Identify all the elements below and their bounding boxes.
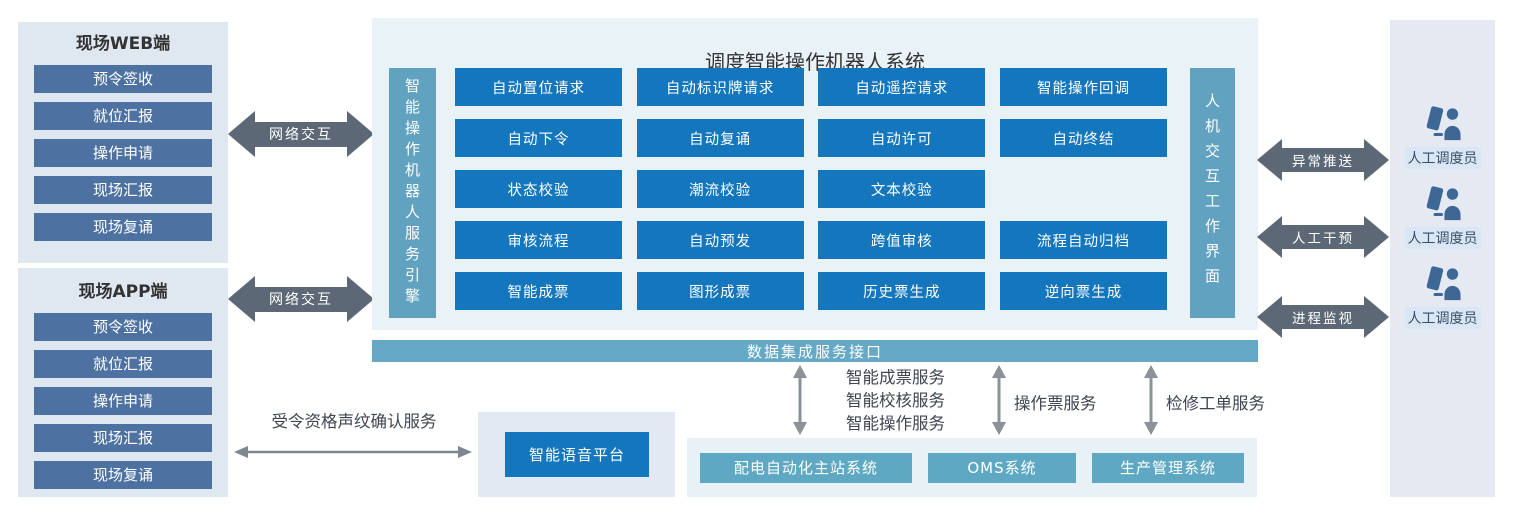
robot-system-box: 调度智能操作机器人系统 智能操作机器人服务引擎 自动置位请求 自动标识牌请求 自… bbox=[372, 18, 1258, 330]
module-auto-tag-request: 自动标识牌请求 bbox=[636, 68, 804, 106]
arrow-left-head bbox=[1257, 216, 1282, 258]
arrow-left-head bbox=[1257, 296, 1282, 338]
web-item-site-repeat: 现场复诵 bbox=[34, 213, 212, 241]
smart-operation-service-line: 智能操作服务 bbox=[846, 414, 945, 433]
module-smart-ticket: 智能成票 bbox=[455, 272, 622, 310]
voice-platform-box: 智能语音平台 bbox=[505, 432, 649, 477]
arrow-right-head bbox=[347, 276, 374, 322]
app-item-site-repeat: 现场复诵 bbox=[34, 461, 212, 489]
web-item-inposition-report: 就位汇报 bbox=[34, 102, 212, 130]
hmi-column-label: 人机交互工作界面 bbox=[1203, 93, 1221, 293]
field-web-panel: 现场WEB端 预令签收 就位汇报 操作申请 现场汇报 现场复诵 bbox=[18, 22, 228, 263]
app-item-operation-apply: 操作申请 bbox=[34, 387, 212, 415]
module-grid: 自动置位请求 自动标识牌请求 自动遥控请求 智能操作回调 自动下令 自动复诵 自… bbox=[455, 68, 1167, 310]
web-item-site-report: 现场汇报 bbox=[34, 176, 212, 204]
module-text-check: 文本校验 bbox=[818, 170, 986, 208]
smart-check-service-line: 智能校核服务 bbox=[846, 391, 945, 410]
field-web-panel-title: 现场WEB端 bbox=[75, 34, 171, 54]
module-smart-operation-callback: 智能操作回调 bbox=[999, 68, 1167, 106]
module-auto-setpoint-request: 自动置位请求 bbox=[455, 68, 622, 106]
arrow-right-head bbox=[1364, 296, 1389, 338]
operator-at-desk-icon bbox=[1426, 186, 1461, 221]
hmi-column: 人机交互工作界面 bbox=[1190, 68, 1235, 318]
operator-label: 人工调度员 bbox=[1404, 307, 1481, 329]
network-arrow-web: 网络交互 bbox=[228, 111, 374, 157]
operation-ticket-arrow bbox=[992, 365, 1006, 435]
module-auto-remote-request: 自动遥控请求 bbox=[818, 68, 986, 106]
field-app-panel-title: 现场APP端 bbox=[78, 282, 168, 302]
distribution-automation-system-box: 配电自动化主站系统 bbox=[700, 452, 912, 483]
operator-label: 人工调度员 bbox=[1404, 227, 1481, 249]
module-auto-permit: 自动许可 bbox=[818, 119, 986, 157]
voiceprint-double-arrow bbox=[234, 446, 472, 458]
app-item-site-report: 现场汇报 bbox=[34, 424, 212, 452]
operators-panel: 人工调度员 人工调度员 人工调度 bbox=[1390, 20, 1495, 497]
operator-at-desk-icon bbox=[1426, 106, 1461, 141]
arrow-right-head bbox=[347, 111, 374, 157]
module-powerflow-check: 潮流校验 bbox=[636, 170, 804, 208]
module-reverse-ticket: 逆向票生成 bbox=[999, 272, 1167, 310]
web-item-preorder-sign: 预令签收 bbox=[34, 65, 212, 93]
grid-spacer bbox=[1000, 170, 1167, 208]
smart-services-arrow bbox=[793, 365, 807, 435]
module-crossshift-review: 跨值审核 bbox=[818, 221, 986, 259]
exception-push-label: 异常推送 bbox=[1282, 148, 1364, 172]
arrow-left-head bbox=[1257, 139, 1282, 181]
production-management-system-box: 生产管理系统 bbox=[1092, 452, 1244, 483]
oms-system-box: OMS系统 bbox=[928, 452, 1076, 483]
engine-column: 智能操作机器人服务引擎 bbox=[389, 68, 436, 318]
process-monitor-label: 进程监视 bbox=[1282, 305, 1364, 329]
engine-column-label: 智能操作机器人服务引擎 bbox=[403, 77, 421, 309]
arrow-right-head bbox=[1364, 216, 1389, 258]
module-status-check: 状态校验 bbox=[455, 170, 622, 208]
network-arrow-app-label: 网络交互 bbox=[255, 286, 347, 312]
voice-platform-panel: 智能语音平台 bbox=[478, 412, 675, 497]
field-app-panel: 现场APP端 预令签收 就位汇报 操作申请 现场汇报 现场复诵 bbox=[18, 268, 228, 497]
voiceprint-service-label: 受令资格声纹确认服务 bbox=[271, 412, 437, 431]
arrow-right-head bbox=[1364, 139, 1389, 181]
app-item-preorder-sign: 预令签收 bbox=[34, 313, 212, 341]
exception-push-arrow: 异常推送 bbox=[1257, 139, 1389, 181]
operator-label: 人工调度员 bbox=[1404, 147, 1481, 169]
app-item-inposition-report: 就位汇报 bbox=[34, 350, 212, 378]
module-auto-command: 自动下令 bbox=[455, 119, 622, 157]
module-auto-archive: 流程自动归档 bbox=[999, 221, 1167, 259]
process-monitor-arrow: 进程监视 bbox=[1257, 296, 1389, 338]
operator-group: 人工调度员 bbox=[1390, 186, 1495, 249]
network-arrow-web-label: 网络交互 bbox=[255, 121, 347, 147]
manual-intervention-label: 人工干预 bbox=[1282, 225, 1364, 249]
module-review-process: 审核流程 bbox=[455, 221, 622, 259]
operator-group: 人工调度员 bbox=[1390, 106, 1495, 169]
smart-ticket-service-line: 智能成票服务 bbox=[846, 368, 945, 387]
arrow-left-head bbox=[228, 111, 255, 157]
maintenance-order-arrow bbox=[1144, 365, 1158, 435]
operator-at-desk-icon bbox=[1426, 266, 1461, 301]
maintenance-order-label: 检修工单服务 bbox=[1166, 394, 1265, 413]
module-auto-repeat: 自动复诵 bbox=[636, 119, 804, 157]
operation-ticket-label: 操作票服务 bbox=[1014, 394, 1097, 413]
web-item-operation-apply: 操作申请 bbox=[34, 139, 212, 167]
module-history-ticket: 历史票生成 bbox=[818, 272, 986, 310]
module-auto-preissue: 自动预发 bbox=[636, 221, 804, 259]
data-integration-bar: 数据集成服务接口 bbox=[372, 340, 1258, 362]
smart-services-label: 智能成票服务 智能校核服务 智能操作服务 bbox=[846, 366, 945, 435]
operator-group: 人工调度员 bbox=[1390, 266, 1495, 329]
module-graphic-ticket: 图形成票 bbox=[636, 272, 804, 310]
external-systems-panel: 配电自动化主站系统 OMS系统 生产管理系统 bbox=[687, 438, 1257, 497]
arrow-left-head bbox=[228, 276, 255, 322]
network-arrow-app: 网络交互 bbox=[228, 276, 374, 322]
module-auto-terminate: 自动终结 bbox=[999, 119, 1167, 157]
manual-intervention-arrow: 人工干预 bbox=[1257, 216, 1389, 258]
